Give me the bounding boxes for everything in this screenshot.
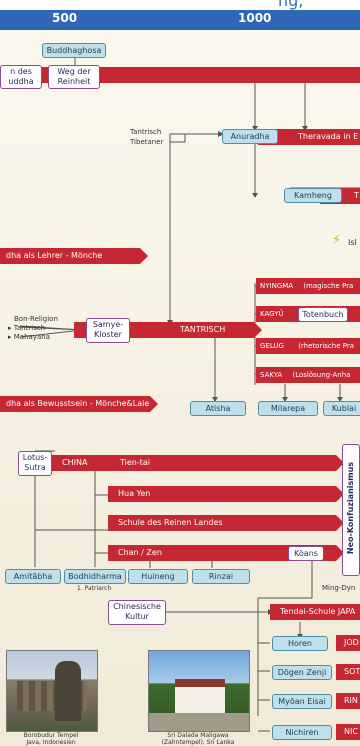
lehrer-bar: dha als Lehrer - Mönche	[0, 248, 140, 264]
bewusstsein-arrow	[150, 396, 158, 412]
amitabha-node: Amitābha	[5, 569, 61, 584]
atisha-node: Atisha	[190, 401, 246, 416]
zahntempel-caption: Sri Dalada Maligawa (Zahntempel), Sri La…	[140, 732, 256, 746]
origin-mahayana: ▸ Mahayana	[8, 333, 50, 341]
gelug-desc: (rhetorische Pra	[298, 342, 354, 350]
tibetaner-label: Tibetaner	[130, 138, 164, 146]
china-arrow	[336, 455, 344, 471]
bodhidharma-node: Bodhidharma	[64, 569, 126, 584]
lotus-line1: Lotus-	[22, 453, 48, 462]
kamheng-node: Kamheng	[284, 188, 342, 203]
milarepa-node: Milarepa	[258, 401, 318, 416]
zahntempel-caption-line2: (Zahntempel), Sri Lanka	[161, 739, 235, 746]
buddhaghosa-node: Buddhaghosa	[42, 43, 106, 58]
neo-konfuzianismus-box: Neo-Konfuzianismus	[342, 444, 360, 576]
temple-ground	[149, 713, 249, 731]
nichiren-node: Nichiren	[272, 725, 332, 740]
myoan-node: Myōan Eisai	[272, 694, 332, 709]
kagyu-name: KAGYÜ	[260, 310, 284, 318]
borobudur-caption-line2: Java, Indonesien	[26, 739, 76, 746]
borobudur-photo	[6, 650, 98, 732]
top-cut-text: ng,	[278, 0, 304, 10]
chanzen-arrow	[336, 545, 344, 561]
origin-tantrisch: ▸ Tantrisch	[8, 324, 46, 332]
reinen-landes-bar: Schule des Reinen Landes	[108, 515, 336, 531]
origin-mahayana-label: Mahayana	[13, 333, 50, 341]
china-bar: CHINA Tien-tai	[18, 455, 336, 471]
chinesische-line2: Kultur	[125, 612, 149, 621]
weg-box-line2: Reinheit	[57, 77, 91, 86]
origin-bon: Bon-Religion	[14, 315, 58, 323]
huayen-arrow	[336, 486, 344, 502]
zahntempel-photo	[148, 650, 250, 732]
nic-bar: NIC	[336, 724, 360, 740]
reinen-landes-arrow	[336, 515, 344, 531]
dogen-node: Dōgen Zenji	[272, 665, 332, 680]
nyingma-bar: NYINGMA (magische Pra	[256, 278, 360, 294]
nyingma-name: NYINGMA	[260, 282, 294, 290]
tientai-label: Tien-tai	[119, 458, 150, 467]
theravada-bar: Theravada in E	[258, 129, 360, 145]
tantrisch-arrow	[254, 322, 262, 338]
borobudur-caption-line1: Borobudur Tempel	[23, 732, 79, 739]
buddha-box-line2: uddha	[8, 77, 34, 86]
buddha-box: n des uddha	[0, 65, 42, 89]
koans-box: Köans	[288, 546, 324, 561]
jod-bar: JOD	[336, 635, 360, 651]
rin-bar: RIN	[336, 693, 360, 709]
sakya-bar: SAKYA (Loslösung-Anha	[256, 367, 360, 383]
chinesische-kultur-box: Chinesische Kultur	[108, 600, 166, 625]
patriarch-label: 1. Patriarch	[77, 585, 112, 592]
chinesische-line1: Chinesische	[113, 602, 161, 611]
neo-label: Neo-Konfuzianismus	[346, 461, 355, 555]
lightning-icon: ⚡	[332, 233, 342, 248]
buddha-box-line1: n des	[10, 67, 32, 76]
samye-line1: Samye-	[92, 320, 124, 329]
zahntempel-caption-line1: Sri Dalada Maligawa	[167, 732, 229, 739]
timeline-axis: 500 1000	[0, 10, 360, 30]
lotus-line2: Sutra	[24, 463, 46, 472]
axis-label-500: 500	[52, 11, 78, 25]
nyingma-desc: (magische Pra	[303, 282, 354, 290]
weg-box-line1: Weg der	[57, 67, 91, 76]
sakya-name: SAKYA	[260, 371, 283, 379]
samye-kloster-box: Samye- Kloster	[86, 318, 130, 343]
tantrisch-label: Tantrisch	[130, 128, 162, 136]
sakya-desc: (Loslösung-Anha	[292, 371, 351, 379]
sot-bar: SOT	[336, 664, 360, 680]
kublai-node: Kublai	[323, 401, 360, 416]
gelug-name: GELUG	[260, 342, 284, 350]
lehrer-arrow	[140, 248, 148, 264]
samye-line2: Kloster	[94, 330, 122, 339]
isl-label: Isl	[348, 238, 357, 247]
rinzai-node: Rinzai	[192, 569, 250, 584]
gelug-bar: GELUG (rhetorische Pra	[256, 338, 360, 354]
huineng-node: Huineng	[128, 569, 188, 584]
totenbuch-box: Totenbuch	[298, 307, 348, 322]
tendai-bar: Tendai-Schule JAPA	[270, 604, 360, 620]
bewusstsein-bar: dha als Bewusstsein - Mönche&Laien	[0, 396, 150, 412]
anuradha-node: Anuradha	[222, 129, 278, 144]
huayen-bar: Hua Yen	[108, 486, 336, 502]
ming-label: Ming-Dyn	[322, 584, 356, 592]
top-strip: ng,	[0, 0, 360, 10]
lotus-sutra-box: Lotus- Sutra	[18, 451, 52, 476]
borobudur-caption: Borobudur Tempel Java, Indonesien	[6, 732, 96, 746]
axis-label-1000: 1000	[238, 11, 272, 25]
weg-der-reinheit-box: Weg der Reinheit	[48, 65, 100, 89]
lion-statue	[55, 661, 81, 721]
china-label: CHINA	[62, 458, 88, 467]
horen-node: Horen	[272, 636, 328, 651]
origin-tantrisch-label: Tantrisch	[13, 324, 46, 332]
chanzen-bar: Chan / Zen	[108, 545, 336, 561]
